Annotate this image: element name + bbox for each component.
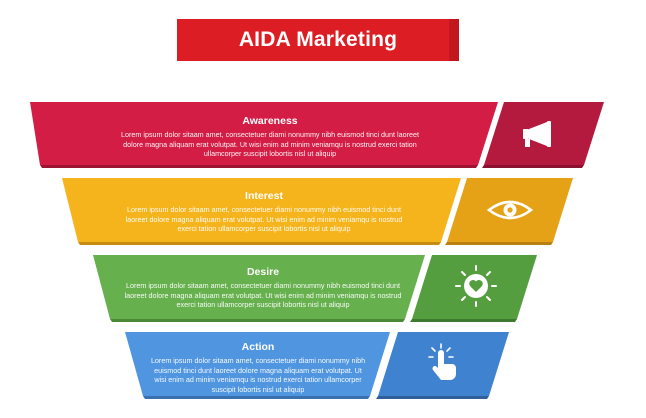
heart-badge-icon — [455, 265, 497, 307]
diagram-title: AIDA Marketing — [238, 28, 398, 51]
funnel-layer-desire — [93, 255, 537, 322]
interest-icon-panel-shadow — [445, 242, 553, 245]
action-title: Action — [241, 341, 275, 353]
desire-icon-panel-shadow — [410, 319, 517, 322]
interest-title: Interest — [245, 190, 283, 202]
awareness-description: Lorem ipsum dolor sitaam amet, consectet… — [120, 130, 420, 159]
funnel-layer-awareness — [30, 102, 604, 168]
funnel-layer-action — [125, 332, 509, 399]
action-description: Lorem ipsum dolor sitaam amet, consectet… — [150, 356, 366, 394]
title-banner: AIDA Marketing — [177, 19, 459, 61]
action-icon-panel-shadow — [376, 396, 489, 399]
desire-description: Lorem ipsum dolor sitaam amet, consectet… — [124, 281, 402, 310]
desire-text-block: Desire Lorem ipsum dolor sitaam amet, co… — [118, 266, 408, 310]
awareness-icon-panel-shadow — [482, 165, 584, 168]
desire-title: Desire — [246, 266, 280, 278]
funnel-layer-interest — [62, 178, 573, 245]
interest-text-block: Interest Lorem ipsum dolor sitaam amet, … — [116, 190, 412, 234]
desire-bar — [93, 255, 425, 319]
megaphone-icon — [523, 121, 551, 147]
action-bar — [125, 332, 390, 396]
touch-hand-icon — [428, 343, 456, 380]
awareness-title: Awareness — [242, 115, 298, 127]
awareness-bar — [30, 102, 498, 165]
action-bar-shadow — [143, 396, 370, 399]
eye-icon — [486, 200, 534, 220]
interest-bar-shadow — [78, 242, 441, 245]
interest-description: Lorem ipsum dolor sitaam amet, consectet… — [125, 205, 403, 234]
interest-bar — [62, 178, 461, 242]
desire-bar-shadow — [110, 319, 405, 322]
action-text-block: Action Lorem ipsum dolor sitaam amet, co… — [148, 341, 368, 394]
awareness-bar-shadow — [40, 165, 478, 168]
awareness-text-block: Awareness Lorem ipsum dolor sitaam amet,… — [120, 115, 420, 159]
